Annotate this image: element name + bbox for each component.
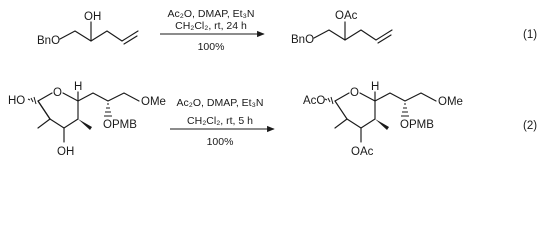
reactant-1-bno-label: BnO: [37, 35, 60, 47]
reaction-1-solvent-time: CH₂Cl₂, rt, 24 h: [175, 20, 247, 32]
reactant-1-oh-label: OH: [84, 11, 101, 23]
reaction-scheme: BnO OH Ac₂O, DMAP, Et₃N CH₂Cl₂, rt, 24 h…: [8, 8, 537, 158]
reactant-2-structure: HO O H OMe OPMB: [8, 81, 166, 158]
product-2-aco-label: AcO: [303, 95, 325, 107]
reactant-2-ome-label: OMe: [141, 96, 166, 108]
reaction-1-yield: 100%: [198, 41, 225, 53]
equation-number-2: (2): [523, 120, 537, 132]
reaction-2-yield: 100%: [207, 136, 234, 148]
product-2-oac-label: OAc: [351, 146, 374, 158]
reactant-2-h-label: H: [74, 81, 82, 93]
equation-number-1: (1): [523, 29, 537, 41]
reactant-2-oh-label: OH: [57, 146, 74, 158]
product-1-structure: BnO OAc: [291, 10, 393, 46]
reactant-1-structure: BnO OH: [37, 11, 139, 47]
product-2-h-label: H: [371, 81, 379, 93]
reaction-2-reagents: Ac₂O, DMAP, Et₃N: [177, 97, 264, 109]
product-2-structure: AcO O H OMe OPMB OAc: [303, 81, 463, 158]
reactant-2-ho-label: HO: [8, 95, 25, 107]
reaction-2-solvent-time: CH₂Cl₂, rt, 5 h: [187, 115, 253, 127]
reaction-1-reagents: Ac₂O, DMAP, Et₃N: [168, 8, 255, 20]
product-1-oac-label: OAc: [335, 10, 358, 22]
reactant-2-opmb-label: OPMB: [103, 119, 137, 131]
reaction-2-conditions: Ac₂O, DMAP, Et₃N CH₂Cl₂, rt, 5 h 100%: [170, 97, 275, 148]
reactant-2-ring-oxygen: O: [53, 87, 62, 99]
product-2-ome-label: OMe: [438, 96, 463, 108]
product-1-bno-label: BnO: [291, 34, 314, 46]
product-2-ring-oxygen: O: [350, 87, 359, 99]
reaction-1: BnO OH Ac₂O, DMAP, Et₃N CH₂Cl₂, rt, 24 h…: [37, 8, 537, 53]
reaction-2: HO O H OMe OPMB: [8, 81, 537, 158]
reaction-1-conditions: Ac₂O, DMAP, Et₃N CH₂Cl₂, rt, 24 h 100%: [160, 8, 265, 53]
product-2-opmb-label: OPMB: [400, 119, 434, 131]
